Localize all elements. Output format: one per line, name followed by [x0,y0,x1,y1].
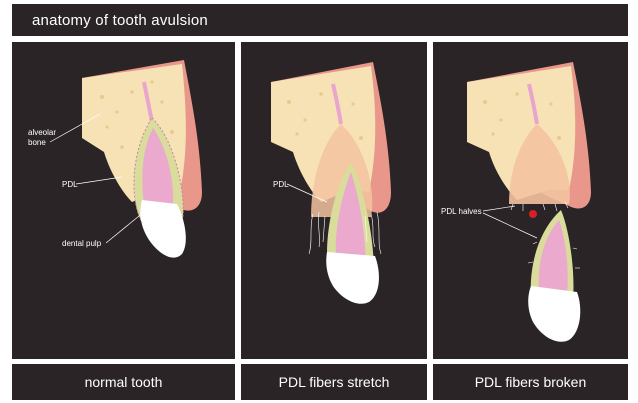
caption-normal-tooth: normal tooth [12,364,235,400]
caption-fibers-broken-text: PDL fibers broken [433,374,628,390]
blood-drop [529,210,537,218]
label-pdl: PDL [273,180,289,189]
caption-fibers-broken: PDL fibers broken [433,364,628,400]
broken-illustration: PDL halves [433,42,628,359]
normal-tooth-illustration: alveolar bone PDL dental pulp [12,42,235,359]
label-pdl: PDL [62,180,78,189]
stretch-illustration: PDL [241,42,427,359]
label-bone: bone [28,138,46,147]
panel-fibers-stretch: PDL [241,42,427,359]
label-alveolar: alveolar [28,128,56,137]
label-pdl-halves: PDL halves [441,207,482,216]
caption-fibers-stretch-text: PDL fibers stretch [241,374,427,390]
panel-normal-tooth: alveolar bone PDL dental pulp [12,42,235,359]
crown-enamel [140,200,185,258]
label-dental-pulp: dental pulp [62,239,102,248]
page-title: anatomy of tooth avulsion [32,12,208,29]
crown-enamel [528,286,580,342]
panel-fibers-broken: PDL halves [433,42,628,359]
title-bar: anatomy of tooth avulsion [12,4,628,36]
crown-enamel [326,252,379,304]
caption-fibers-stretch: PDL fibers stretch [241,364,427,400]
caption-normal-tooth-text: normal tooth [12,374,235,390]
